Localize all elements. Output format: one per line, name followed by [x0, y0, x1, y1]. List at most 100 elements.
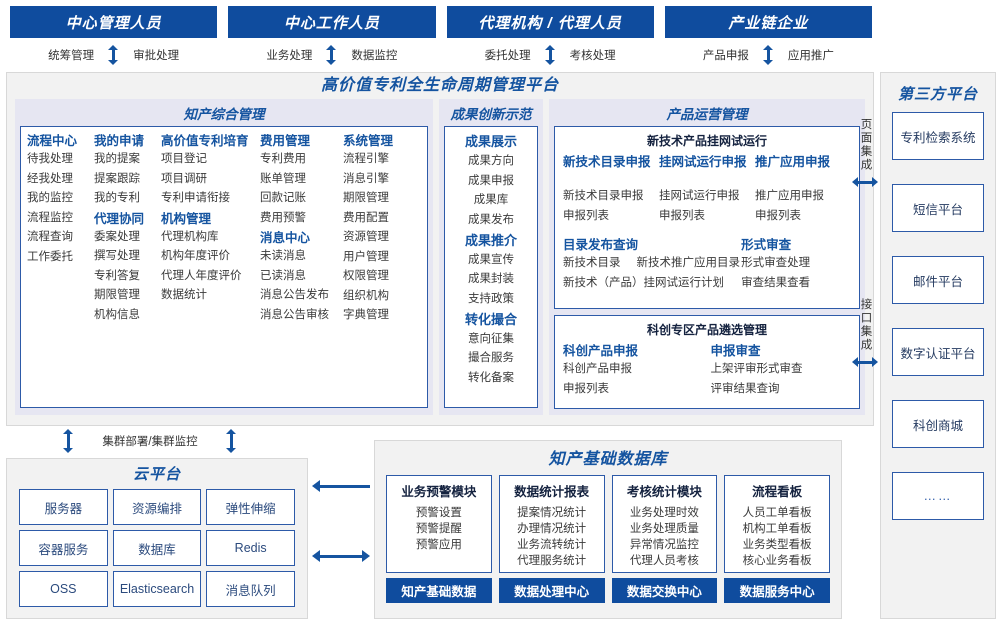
nav-item[interactable]: 字典管理 — [343, 309, 389, 321]
nav-item[interactable]: 费用预警 — [260, 211, 306, 224]
cloud-cell-4[interactable]: 数据库 — [112, 530, 202, 566]
nav-item[interactable]: 机构工单看板 — [742, 523, 812, 535]
group-heading[interactable]: 代理协同 — [94, 211, 145, 226]
nav-item[interactable]: 账单管理 — [260, 172, 306, 185]
third-party-item-1[interactable]: 短信平台 — [892, 184, 984, 232]
third-party-item-3[interactable]: 数字认证平台 — [892, 328, 984, 376]
cloud-cell-3[interactable]: 容器服务 — [19, 530, 108, 566]
nav-item[interactable]: 新技术（产品）挂网试运行计划 — [563, 276, 724, 289]
group-heading[interactable]: 转化撮合 — [464, 311, 517, 327]
nav-item[interactable]: 资源管理 — [343, 231, 389, 243]
nav-item[interactable]: 代理人员考核 — [629, 555, 699, 567]
nav-item[interactable]: 预警设置 — [415, 507, 462, 519]
nav-item[interactable]: 机构年度评价 — [161, 250, 230, 262]
group-heading[interactable]: 申报审查 — [710, 344, 761, 358]
group-heading[interactable]: 挂网试运行申报 — [659, 155, 747, 169]
nav-item[interactable]: 项目登记 — [161, 153, 207, 165]
nav-item[interactable]: 专利答复 — [94, 269, 140, 282]
nav-item[interactable]: 成果发布 — [468, 213, 514, 226]
nav-item[interactable]: 未读消息 — [260, 250, 306, 262]
group-heading[interactable]: 成果展示 — [464, 134, 517, 149]
group-heading[interactable]: 目录发布查询 — [563, 238, 639, 252]
nav-item[interactable]: 提案跟踪 — [94, 172, 140, 185]
group-heading[interactable]: 成果推介 — [464, 232, 517, 248]
group-heading[interactable]: 推广应用申报 — [755, 155, 831, 169]
cloud-cell-8[interactable]: 消息队列 — [206, 571, 295, 607]
nav-item[interactable]: 申报列表 — [659, 209, 705, 222]
group-heading[interactable]: 形式审查 — [741, 238, 792, 252]
nav-item[interactable]: 挂网试运行申报 — [659, 190, 740, 202]
nav-item[interactable]: 形式审查处理 — [741, 257, 811, 269]
nav-item[interactable]: 成果宣传 — [468, 253, 514, 266]
nav-item[interactable]: 预警应用 — [415, 539, 462, 551]
nav-item[interactable]: 消息公告发布 — [260, 289, 329, 301]
third-party-item-2[interactable]: 邮件平台 — [892, 256, 984, 304]
nav-item[interactable]: 项目调研 — [161, 172, 207, 185]
third-party-item-4[interactable]: 科创商城 — [892, 400, 984, 448]
actor-title-3[interactable]: 产业链企业 — [664, 6, 872, 38]
nav-item[interactable]: 上架评审形式审查 — [710, 363, 803, 375]
nav-item[interactable]: 期限管理 — [94, 289, 140, 301]
nav-item[interactable]: 撮合服务 — [468, 352, 514, 364]
nav-item[interactable]: 推广应用申报 — [755, 190, 824, 202]
nav-item[interactable]: 期限管理 — [343, 192, 389, 204]
nav-item[interactable]: 流程监控 — [27, 211, 73, 224]
nav-item[interactable]: 消息引擎 — [343, 172, 389, 185]
nav-item[interactable]: 专利费用 — [260, 153, 306, 165]
nav-item[interactable]: 机构信息 — [94, 308, 140, 321]
cloud-cell-2[interactable]: 弹性伸缩 — [206, 489, 295, 525]
nav-item[interactable]: 数据统计 — [161, 289, 207, 301]
nav-item[interactable]: 成果封装 — [468, 273, 514, 285]
actor-title-1[interactable]: 中心工作人员 — [228, 6, 436, 38]
group-heading[interactable]: 机构管理 — [161, 211, 212, 226]
nav-item[interactable]: 转化备案 — [468, 371, 514, 384]
nav-item[interactable]: 新技术目录申报 — [563, 190, 644, 202]
group-heading[interactable]: 科创产品申报 — [563, 344, 639, 358]
nav-item[interactable]: 待我处理 — [27, 153, 73, 165]
nav-item[interactable]: 审查结果查看 — [741, 276, 811, 289]
nav-item[interactable]: 支持政策 — [468, 292, 514, 305]
nav-item[interactable]: 代理人年度评价 — [161, 269, 242, 282]
nav-item[interactable]: 核心业务看板 — [742, 555, 812, 567]
nav-item[interactable]: 回款记账 — [260, 192, 306, 204]
nav-item[interactable]: 流程查询 — [27, 231, 73, 243]
nav-item[interactable]: 组织机构 — [343, 289, 389, 302]
nav-item[interactable]: 申报列表 — [755, 209, 801, 222]
nav-item[interactable]: 新技术目录 — [563, 257, 621, 269]
group-heading[interactable]: 我的申请 — [94, 134, 145, 148]
nav-item[interactable]: 业务处理质量 — [629, 523, 699, 535]
database-footer-1[interactable]: 数据处理中心 — [498, 578, 605, 603]
group-heading[interactable]: 费用管理 — [260, 134, 311, 148]
nav-item[interactable]: 业务类型看板 — [742, 539, 812, 551]
nav-item[interactable]: 业务流转统计 — [517, 539, 587, 551]
nav-item[interactable]: 成果方向 — [468, 155, 514, 167]
nav-item[interactable]: 办理情况统计 — [517, 523, 587, 535]
nav-item[interactable]: 经我处理 — [27, 172, 73, 185]
nav-item[interactable]: 意向征集 — [468, 332, 514, 345]
nav-item[interactable]: 用户管理 — [343, 250, 389, 263]
database-footer-0[interactable]: 知产基础数据 — [386, 578, 492, 603]
nav-item[interactable]: 已读消息 — [260, 269, 306, 282]
nav-item[interactable]: 我的提案 — [94, 153, 140, 165]
database-footer-3[interactable]: 数据服务中心 — [724, 578, 830, 603]
database-footer-2[interactable]: 数据交换中心 — [611, 578, 718, 603]
nav-item[interactable]: 成果库 — [473, 194, 509, 206]
nav-item[interactable]: 委案处理 — [94, 230, 140, 243]
nav-item[interactable]: 新技术推广应用目录 — [636, 257, 741, 269]
nav-item[interactable]: 业务处理时效 — [629, 507, 699, 519]
nav-item[interactable]: 工作委托 — [27, 250, 73, 263]
cloud-cell-1[interactable]: 资源编排 — [112, 489, 202, 525]
cloud-cell-7[interactable]: Elasticsearch — [112, 571, 202, 607]
nav-item[interactable]: 权限管理 — [343, 270, 389, 282]
third-party-item-0[interactable]: 专利检索系统 — [892, 112, 984, 160]
nav-item[interactable]: 代理服务统计 — [517, 555, 587, 567]
nav-item[interactable]: 申报列表 — [563, 209, 609, 222]
nav-item[interactable]: 申报列表 — [563, 382, 609, 395]
nav-item[interactable]: 撰写处理 — [94, 250, 140, 262]
nav-item[interactable]: 评审结果查询 — [710, 382, 780, 395]
group-heading[interactable]: 新技术目录申报 — [563, 155, 651, 169]
group-heading[interactable]: 消息中心 — [260, 231, 311, 245]
nav-item[interactable]: 专利申请衔接 — [161, 192, 230, 204]
group-heading[interactable]: 高价值专利培育 — [161, 134, 249, 148]
nav-item[interactable]: 代理机构库 — [161, 230, 219, 243]
